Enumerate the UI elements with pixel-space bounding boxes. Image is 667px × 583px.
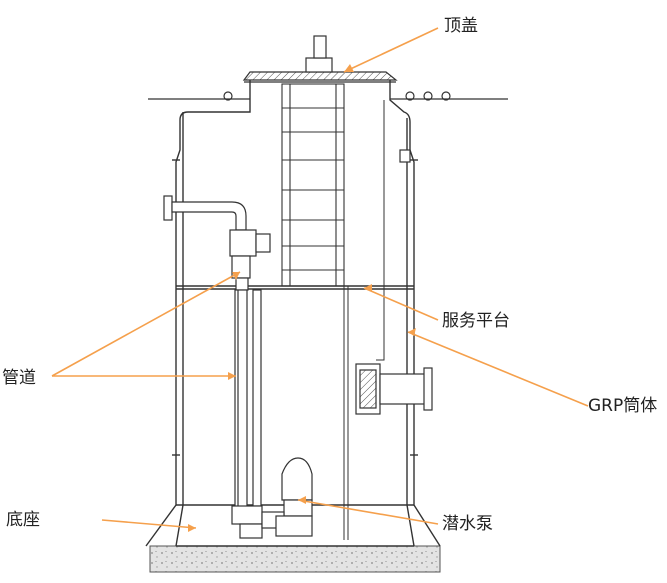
- leader-lines: [51, 27, 589, 529]
- ground-surface: [148, 91, 508, 101]
- side-valve: [355, 149, 433, 415]
- label-submersible-pump: 潜水泵: [442, 514, 493, 534]
- label-service-platform: 服务平台: [442, 311, 510, 331]
- leader-arrowheads: [188, 64, 416, 532]
- submersible-pump: [231, 457, 313, 539]
- label-top-cover: 顶盖: [444, 16, 478, 36]
- label-base: 底座: [6, 510, 40, 530]
- ladder: [281, 83, 345, 287]
- concrete-base-slab: [149, 545, 441, 573]
- label-pipe: 管道: [2, 368, 36, 388]
- label-grp-shell: GRP筒体: [588, 396, 658, 416]
- guide-rails: [343, 100, 385, 540]
- discharge-pipe: [163, 195, 271, 511]
- top-cover: [242, 35, 398, 83]
